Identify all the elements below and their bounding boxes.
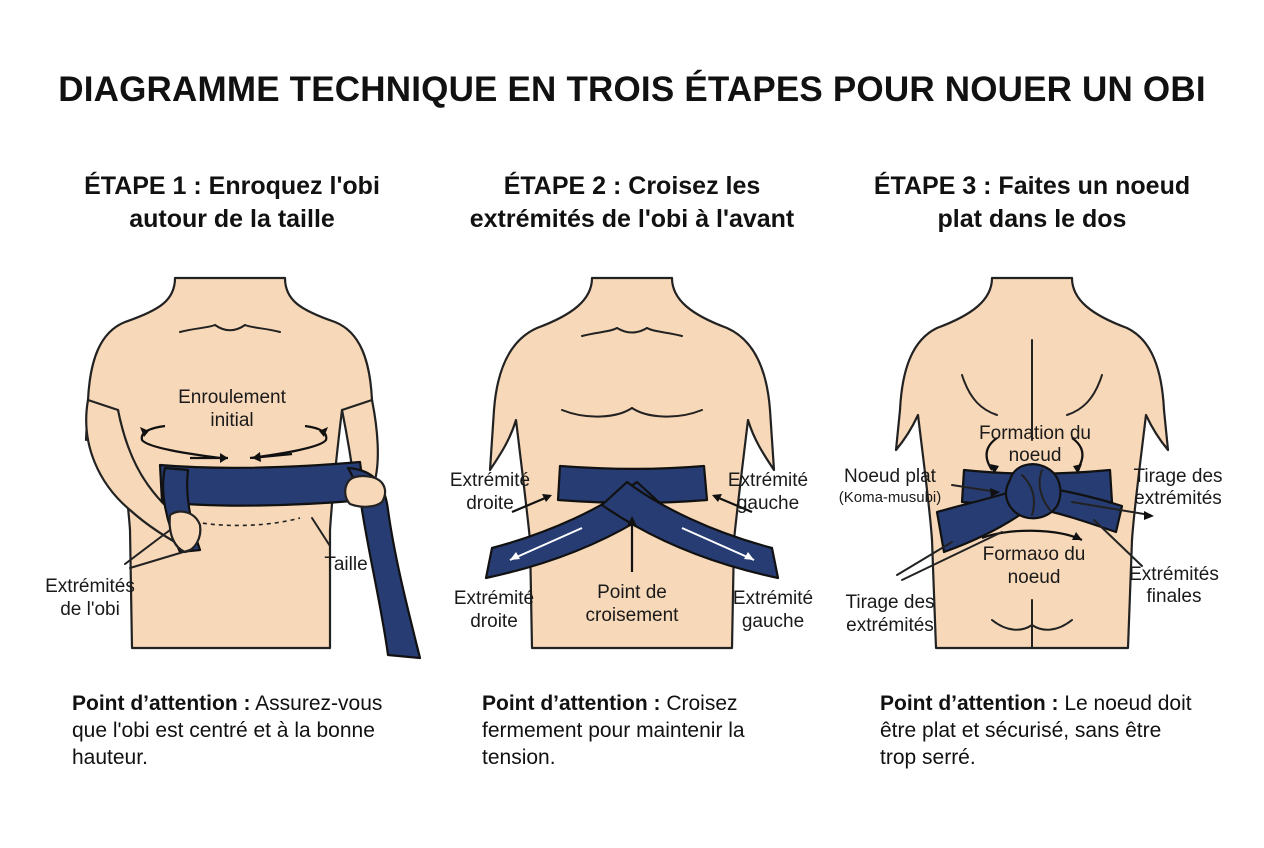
shoulder-blade-right: [1066, 374, 1103, 416]
obi-end-right: [1042, 486, 1124, 534]
step-1-note-line-2: que l'obi est centré et à la bonne: [72, 719, 375, 742]
label-formation-bot-l2: noeud: [1008, 567, 1061, 588]
formation-arrow-bottom: [981, 529, 1083, 541]
obi-end-right: [600, 480, 780, 580]
waist-dashed-line: [194, 517, 301, 527]
pointer-arrow-right: [713, 494, 753, 514]
label-enroulement-l2: initial: [210, 410, 253, 431]
step-1-title: ÉTAPE 1 : Enroquez l'obi autour de la ta…: [32, 170, 432, 236]
page-title: DIAGRAMME TECHNIQUE EN TROIS ÉTAPES POUR…: [58, 70, 1206, 109]
obi-band: [158, 460, 367, 507]
label-formation-bot-l1: Formaʊo du: [983, 544, 1086, 565]
step-3-note: Point d’attention : Le noeud doit être p…: [880, 690, 1210, 771]
finales-pointer: [1093, 519, 1143, 567]
label-tirage-left-l2: extrémités: [846, 615, 934, 636]
extremites-pointer-1: [124, 529, 171, 565]
label-taille: Taille: [324, 554, 367, 575]
taille-pointer: [311, 517, 331, 547]
label-enroulement-l1: Enroulement: [178, 387, 286, 408]
shoulder-blade-left: [961, 374, 998, 416]
label-croisement-l1: Point de: [597, 582, 667, 603]
label-noeud-plat-l1: Noeud plat: [844, 466, 937, 487]
label-ext-gauche-bot-l2: gauche: [742, 611, 804, 632]
label-finales-l1: Extrémités: [1129, 564, 1219, 585]
label-tirage-left-l1: Tirage des: [845, 592, 934, 613]
step-2-note-label: Point d’attention :: [482, 692, 661, 715]
label-extremites-l2: de l'obi: [60, 599, 120, 620]
step-2-note-line-2: fermement pour maintenir la: [482, 719, 745, 742]
label-extremites-l1: Extrémités: [45, 576, 135, 597]
obi-hanging-end: [346, 466, 422, 660]
noeud-plat-pointer: [951, 484, 998, 493]
left-hand: [168, 510, 202, 554]
tirage-right-arrow: [1071, 501, 1151, 516]
label-ext-gauche-bot-l1: Extrémité: [733, 588, 813, 609]
tirage-left-pointer-2: [901, 531, 1003, 581]
step-2-illustration: Extrémité droite Extrémité gauche Extrém…: [450, 276, 813, 650]
step-2-title-line-2: extrémités de l'obi à l'avant: [469, 205, 795, 233]
step-2-title-line-1: ÉTAPE 2 : Croisez les: [503, 172, 761, 200]
wrap-arrow-right: [249, 424, 328, 460]
step-3-title-line-1: ÉTAPE 3 : Faites un noeud: [873, 172, 1191, 200]
step-3-title-line-2: plat dans le dos: [937, 205, 1127, 233]
right-hand: [344, 475, 387, 508]
label-finales-l2: finales: [1147, 586, 1202, 607]
step-1-title-line-1: ÉTAPE 1 : Enroquez l'obi: [84, 172, 380, 200]
label-ext-droite-bot-l1: Extrémité: [454, 588, 534, 609]
step-2-title: ÉTAPE 2 : Croisez les extrémités de l'ob…: [432, 170, 832, 236]
label-tirage-right-l1: Tirage des: [1133, 466, 1222, 487]
obi-end-left: [935, 488, 1029, 554]
step-1-note-line-3: hauteur.: [72, 746, 148, 769]
step-3-illustration: Formation du noeud Noeud plat (Koma-musu…: [839, 276, 1223, 650]
step-3-note-line-3: trop serré.: [880, 746, 976, 769]
step-3-note-line-1: Le noeud doit: [1058, 692, 1192, 715]
step-3-title: ÉTAPE 3 : Faites un noeud plat dans le d…: [832, 170, 1232, 236]
collarbone: [214, 324, 246, 332]
pectoral-line: [561, 406, 703, 418]
label-ext-droite-top-l2: droite: [466, 493, 514, 514]
wrap-arrow-left: [140, 424, 221, 460]
direction-arrow-left: [509, 527, 583, 561]
step-1-note-line-1: Assurez-vous: [250, 692, 383, 715]
step-1-note-label: Point d’attention :: [72, 692, 251, 715]
tirage-left-pointer-1: [896, 541, 953, 576]
step-2-note: Point d’attention : Croisez fermement po…: [482, 690, 812, 771]
label-ext-droite-top-l1: Extrémité: [450, 470, 530, 491]
torso-front: [84, 276, 376, 650]
direction-arrow-right: [681, 527, 755, 561]
step-3-note-line-2: être plat et sécurisé, sans être: [880, 719, 1162, 742]
step-2-note-line-3: tension.: [482, 746, 556, 769]
label-formation-top-l2: noeud: [1009, 445, 1062, 466]
label-noeud-plat-l2: (Koma-musubi): [839, 489, 942, 506]
arrowhead: [220, 453, 228, 463]
step-1-title-line-2: autour de la taille: [129, 205, 335, 233]
step-1-note: Point d’attention : Assurez-vous que l'o…: [72, 690, 402, 771]
label-croisement-l2: croisement: [586, 605, 680, 626]
formation-arrow-top-left: [985, 437, 998, 471]
label-formation-top-l1: Formation du: [979, 423, 1091, 444]
label-ext-droite-bot-l2: droite: [470, 611, 518, 632]
step-1-illustration: Enroulement initial Taille Extrémités de…: [45, 276, 422, 660]
pointer-arrow-left: [511, 494, 551, 514]
knot-fold: [1021, 474, 1035, 516]
label-tirage-right-l2: extrémités: [1134, 488, 1222, 509]
label-ext-gauche-top-l1: Extrémité: [728, 470, 808, 491]
torso-back: [894, 276, 1170, 650]
step-3-note-label: Point d’attention :: [880, 692, 1059, 715]
extremites-pointer-2: [129, 549, 191, 569]
step-2-note-line-1: Croisez: [660, 692, 738, 715]
label-ext-gauche-top-l2: gauche: [737, 493, 799, 514]
